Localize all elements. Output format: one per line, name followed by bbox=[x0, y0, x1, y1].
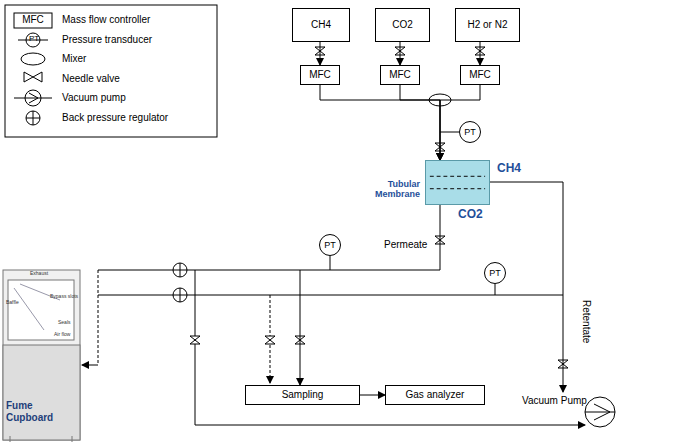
node-label: CO2 bbox=[392, 19, 413, 31]
gas-source-box: H2 or N2 bbox=[455, 8, 520, 42]
membrane-tube bbox=[426, 161, 489, 204]
node-label: PT bbox=[324, 240, 336, 250]
sampling-box: Sampling bbox=[245, 385, 360, 405]
symbol-text: PT bbox=[28, 34, 40, 43]
node-label: Sampling bbox=[282, 389, 324, 401]
pressure-transducer: PT bbox=[319, 234, 341, 256]
pipe-connector bbox=[440, 85, 480, 160]
node-label: PT bbox=[489, 268, 501, 278]
pipe-connector bbox=[320, 85, 440, 160]
node-label: MFC bbox=[389, 69, 411, 81]
mfc-box: MFC bbox=[300, 65, 340, 85]
vacuum-pump: Vacuum Pump bbox=[522, 392, 618, 430]
node-label: CH4 bbox=[311, 19, 331, 31]
pipe-connector bbox=[480, 42, 481, 65]
part-label: Air flow bbox=[54, 332, 70, 338]
pipe-connector bbox=[490, 182, 563, 392]
part-label: Bypass slots bbox=[50, 294, 78, 300]
node-label: MFC bbox=[309, 69, 331, 81]
gas-source-box: CO2 bbox=[375, 8, 430, 42]
pipe-connector bbox=[360, 395, 385, 396]
pipe-connector bbox=[400, 42, 401, 65]
legend-text: Pressure transducer bbox=[62, 34, 152, 46]
stream-label: Retentate bbox=[581, 300, 593, 343]
legend-text: Vacuum pump bbox=[62, 92, 126, 104]
symbol-text: MFC bbox=[16, 14, 50, 26]
gas-source-box: CH4 bbox=[292, 8, 350, 42]
pipe-connector bbox=[400, 85, 440, 160]
legend-text: Needle valve bbox=[62, 73, 120, 85]
mfc-box: MFC bbox=[460, 65, 500, 85]
part-label: Baffle bbox=[6, 300, 19, 306]
tubular-membrane: Tubular Membrane bbox=[425, 160, 490, 205]
node-label: H2 or N2 bbox=[467, 19, 507, 31]
node-label: Gas analyzer bbox=[406, 389, 465, 401]
stream-label: CH4 bbox=[497, 162, 521, 176]
legend-text: Back pressure regulator bbox=[62, 112, 168, 124]
pressure-transducer: PT bbox=[459, 121, 481, 143]
fume-cupboard bbox=[3, 270, 80, 442]
legend-text: Mixer bbox=[62, 53, 86, 65]
node-label: PT bbox=[464, 127, 476, 137]
pipe-lines bbox=[82, 132, 585, 425]
legend-text: Mass flow controller bbox=[62, 14, 150, 26]
analyzer-box: Gas analyzer bbox=[385, 385, 485, 405]
node-label: MFC bbox=[469, 69, 491, 81]
stream-label: Permeate bbox=[384, 239, 427, 251]
membrane-title: Tubular Membrane bbox=[362, 179, 420, 200]
legend-box bbox=[5, 5, 217, 137]
pressure-transducer: PT bbox=[484, 262, 506, 284]
node-label: Vacuum Pump bbox=[522, 395, 587, 407]
stream-label: CO2 bbox=[458, 208, 483, 222]
equipment-label: Fume Cupboard bbox=[6, 400, 66, 423]
part-label: Exhaust bbox=[30, 271, 48, 277]
pipe-connector bbox=[300, 205, 440, 385]
mfc-box: MFC bbox=[380, 65, 420, 85]
regulators bbox=[173, 263, 187, 302]
needle-valves bbox=[190, 47, 568, 368]
pipe-connector bbox=[320, 42, 321, 65]
part-label: Seals bbox=[58, 320, 71, 326]
